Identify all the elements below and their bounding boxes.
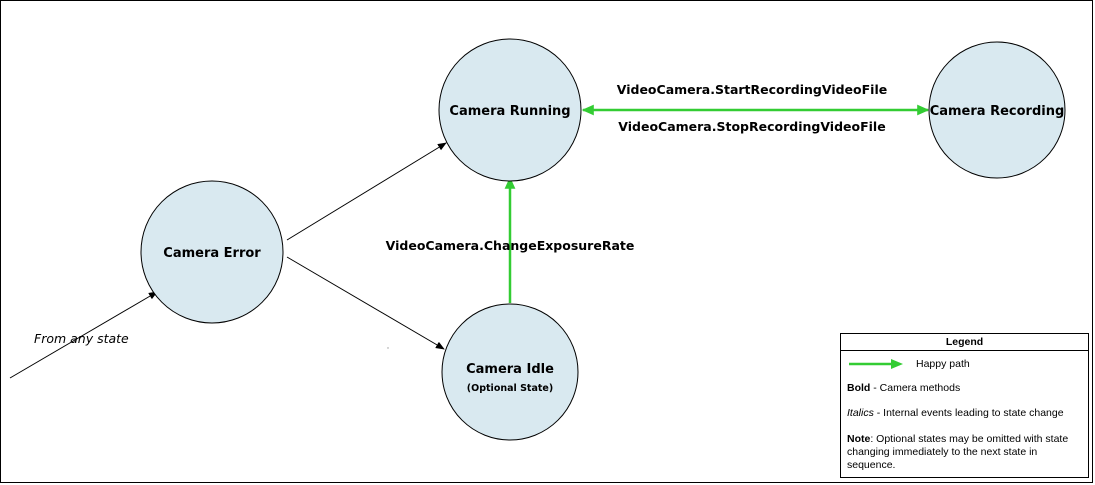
legend-italic-row: Italics - Internal events leading to sta… <box>847 407 1084 419</box>
label-change-exposure: VideoCamera.ChangeExposureRate <box>386 238 635 253</box>
state-camera-idle: Camera Idle (Optional State) <box>441 303 579 441</box>
state-camera-error: Camera Error <box>140 180 284 324</box>
state-camera-idle-sublabel: (Optional State) <box>467 383 553 394</box>
legend-note-desc: : Optional states may be omitted with st… <box>847 433 1069 471</box>
state-camera-recording-label: Camera Recording <box>930 104 1065 119</box>
legend-happy-path-label: Happy path <box>916 358 970 370</box>
legend-title: Legend <box>841 334 1088 351</box>
legend-note-row: Note: Optional states may be omitted wit… <box>847 433 1084 472</box>
legend-box: Legend Happy path Bold - Camera methods … <box>840 333 1089 478</box>
state-camera-running-label: Camera Running <box>449 104 570 119</box>
label-start-recording: VideoCamera.StartRecordingVideoFile <box>617 82 887 97</box>
state-camera-idle-label: Camera Idle <box>466 362 554 377</box>
state-camera-recording: Camera Recording <box>928 41 1066 179</box>
legend-note-term: Note <box>847 433 871 445</box>
legend-happy-path: Happy path <box>847 356 1084 372</box>
state-camera-running: Camera Running <box>438 38 582 182</box>
legend-bold-desc: - Camera methods <box>870 382 961 394</box>
edge-error-to-running <box>286 142 447 241</box>
state-camera-error-label: Camera Error <box>163 246 261 261</box>
stray-dot <box>387 347 389 349</box>
green-arrow-icon <box>849 359 903 369</box>
edge-from-any-state <box>9 291 158 379</box>
label-from-any-state: From any state <box>34 331 129 346</box>
legend-bold-row: Bold - Camera methods <box>847 382 1084 394</box>
edge-error-to-idle <box>286 256 445 350</box>
label-stop-recording: VideoCamera.StopRecordingVideoFile <box>618 119 885 134</box>
legend-italic-term: Italics <box>847 407 874 419</box>
legend-bold-term: Bold <box>847 382 871 394</box>
legend-italic-desc: - Internal events leading to state chang… <box>873 407 1064 419</box>
